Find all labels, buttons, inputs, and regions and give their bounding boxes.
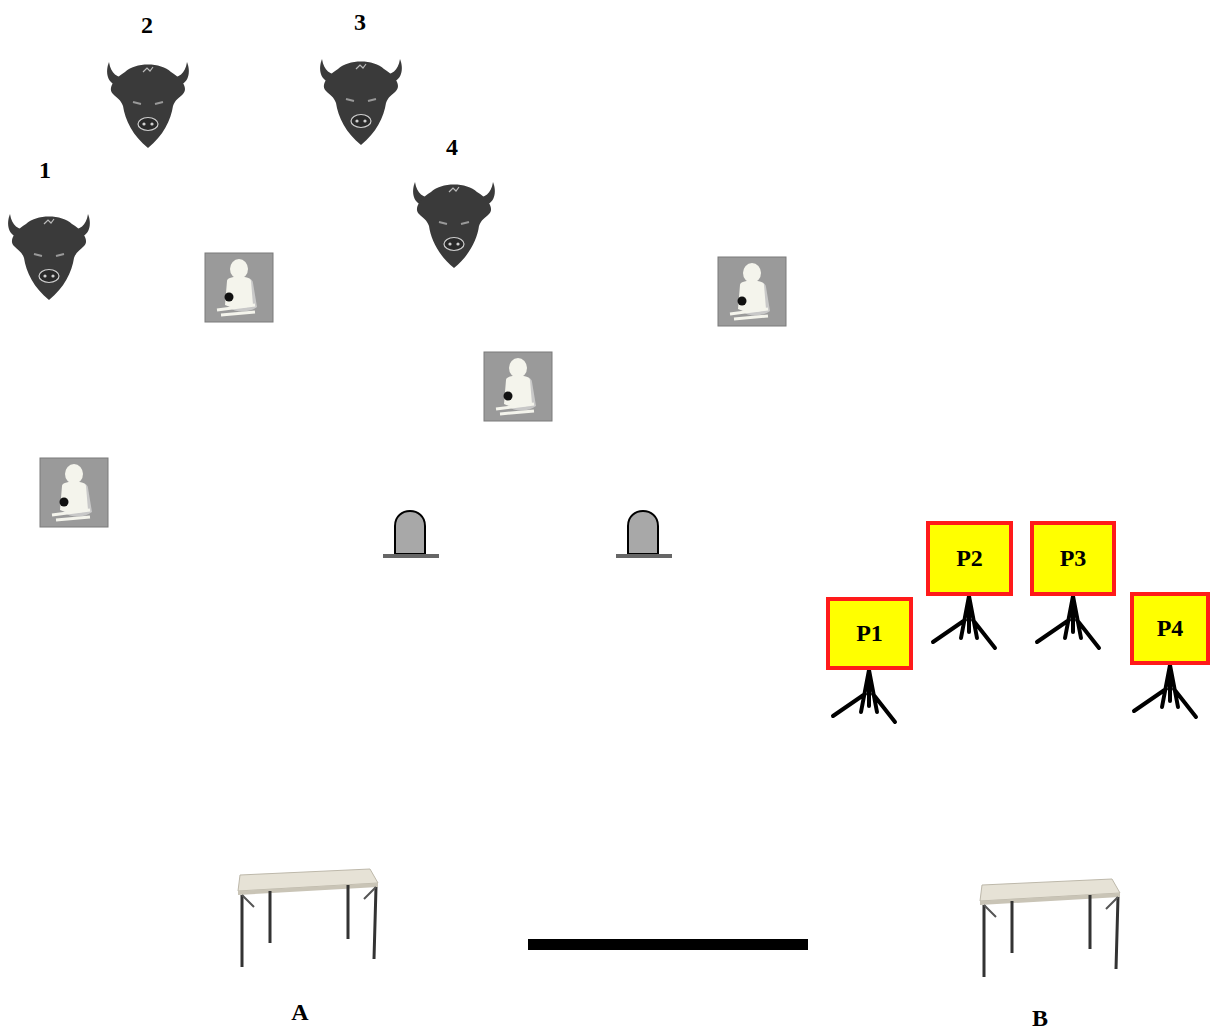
position-label: B <box>1032 1005 1048 1031</box>
fault-line <box>528 939 808 950</box>
barricade <box>616 511 672 558</box>
easel-stand <box>1037 596 1099 648</box>
easel-stand <box>833 670 895 722</box>
position-label: A <box>291 999 308 1025</box>
steel-target <box>205 253 273 322</box>
sign-text: P1 <box>856 620 883 646</box>
steel-target <box>484 352 552 421</box>
steel-target <box>718 257 786 326</box>
callout-number: 4 <box>446 134 458 160</box>
prop-sign: P4 <box>1130 592 1210 665</box>
sign-text: P4 <box>1157 615 1184 641</box>
easel-stand <box>1134 665 1196 717</box>
callout-number: 2 <box>141 12 153 38</box>
steel-target <box>40 458 108 527</box>
callout-number: 3 <box>354 9 366 35</box>
bison-target <box>107 62 189 148</box>
easel-stand <box>933 596 995 648</box>
table <box>238 869 378 967</box>
bison-target <box>413 182 495 268</box>
prop-sign: P1 <box>826 597 913 670</box>
callout-number: 1 <box>39 157 51 183</box>
prop-sign: P3 <box>1030 521 1116 596</box>
barricade <box>383 511 439 558</box>
prop-sign: P2 <box>926 521 1013 596</box>
sign-text: P3 <box>1060 545 1087 571</box>
bison-target <box>320 59 402 145</box>
sign-text: P2 <box>956 545 983 571</box>
bison-target <box>8 214 90 300</box>
table <box>980 879 1120 977</box>
